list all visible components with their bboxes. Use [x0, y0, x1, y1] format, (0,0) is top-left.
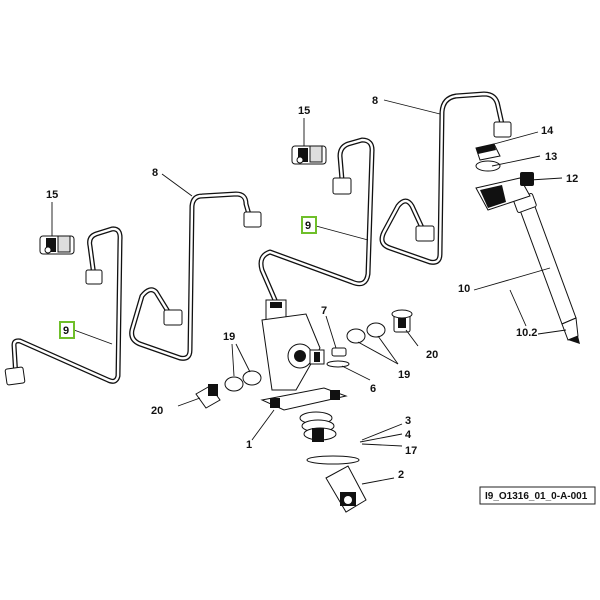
callout-20-left: 20 [151, 405, 163, 417]
callout-10: 10 [458, 283, 470, 295]
figure-code: I9_O1316_01_0-A-001 [485, 491, 588, 502]
callout-19-right: 19 [398, 369, 410, 381]
callout-13: 13 [545, 151, 557, 163]
callout-6: 6 [370, 383, 376, 395]
callout-15-middle: 15 [298, 105, 310, 117]
callout-3: 3 [405, 415, 411, 427]
pipe-middle [258, 137, 375, 303]
injector-assembly [475, 143, 580, 344]
pipe-middle-left [129, 191, 262, 361]
o-ring-6 [326, 360, 350, 368]
pipe-right [379, 91, 512, 265]
callout-10-2: 10.2 [516, 327, 537, 339]
callout-1: 1 [246, 439, 252, 451]
callout-2: 2 [398, 469, 404, 481]
ref-box-9-left [59, 321, 75, 339]
pump-spring [299, 411, 337, 442]
banjo-bolt-20-right [391, 309, 413, 333]
washers-19-left [224, 370, 262, 392]
seal-7 [331, 347, 347, 357]
callout-4: 4 [405, 429, 412, 441]
callout-14: 14 [541, 125, 554, 137]
callout-19-left: 19 [223, 331, 235, 343]
callout-7: 7 [321, 305, 327, 317]
callout-20-right: 20 [426, 349, 438, 361]
tappet [325, 465, 367, 513]
callout-9-middle: 9 [305, 220, 311, 232]
washers-19-right [346, 322, 386, 344]
callout-17: 17 [405, 445, 417, 457]
clamp-middle [291, 145, 327, 165]
callout-8-left: 8 [152, 167, 158, 179]
figure-code-box: I9_O1316_01_0-A-001 [479, 486, 596, 505]
clamp-left [39, 235, 75, 255]
banjo-bolt-20-left [195, 384, 221, 409]
callout-15-left: 15 [46, 189, 58, 201]
pipe-left [4, 226, 123, 386]
callout-8-right: 8 [372, 95, 378, 107]
leader-lines [51, 99, 567, 485]
callout-12: 12 [566, 173, 578, 185]
injection-pump [260, 299, 360, 465]
ref-box-9-middle [301, 216, 317, 234]
callouts: 15 15 8 8 9 9 14 13 12 10 10.2 7 6 19 19… [46, 95, 578, 481]
callout-9-left: 9 [63, 325, 69, 337]
